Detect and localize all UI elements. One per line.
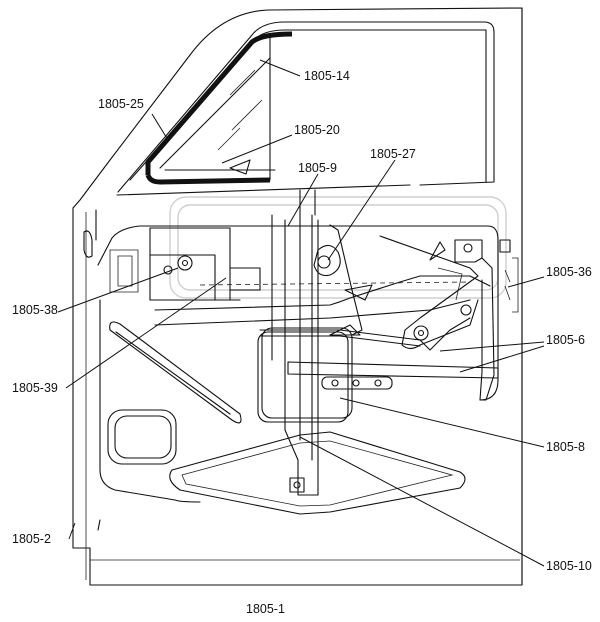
- label-1805-2: 1805-2: [12, 532, 51, 546]
- label-1805-10: 1805-10: [546, 559, 592, 573]
- label-1805-14: 1805-14: [304, 69, 350, 83]
- label-1805-27: 1805-27: [370, 147, 416, 161]
- watermark: [169, 196, 507, 299]
- door-outer-panel: [72, 7, 523, 586]
- label-1805-39: 1805-39: [12, 381, 58, 395]
- label-1805-8: 1805-8: [546, 440, 585, 454]
- part-labels: 1805-14 1805-25 1805-20 1805-9 1805-27 1…: [12, 69, 592, 616]
- label-1805-36: 1805-36: [546, 265, 592, 279]
- label-1805-6: 1805-6: [546, 333, 585, 347]
- label-1805-25: 1805-25: [98, 97, 144, 111]
- label-1805-38: 1805-38: [12, 303, 58, 317]
- access-hole: [107, 409, 177, 465]
- window-regulator: [149, 227, 491, 326]
- lower-trim-panel: [169, 431, 466, 515]
- door-latch: [454, 239, 519, 401]
- glass-run-channel: [271, 189, 319, 496]
- regulator-arm: [379, 235, 479, 350]
- remote-control-rod: [259, 317, 471, 351]
- inner-door-panel: [83, 209, 499, 531]
- figure-title: 1805-1: [246, 602, 285, 616]
- label-1805-9: 1805-9: [298, 161, 337, 175]
- center-mechanism: [257, 224, 373, 423]
- lower-regulator-bracket: [287, 361, 499, 390]
- label-1805-20: 1805-20: [294, 123, 340, 137]
- leader-lines: [57, 59, 545, 567]
- diagonal-slot: [109, 321, 242, 424]
- vent-window-weatherstrip: [145, 31, 293, 185]
